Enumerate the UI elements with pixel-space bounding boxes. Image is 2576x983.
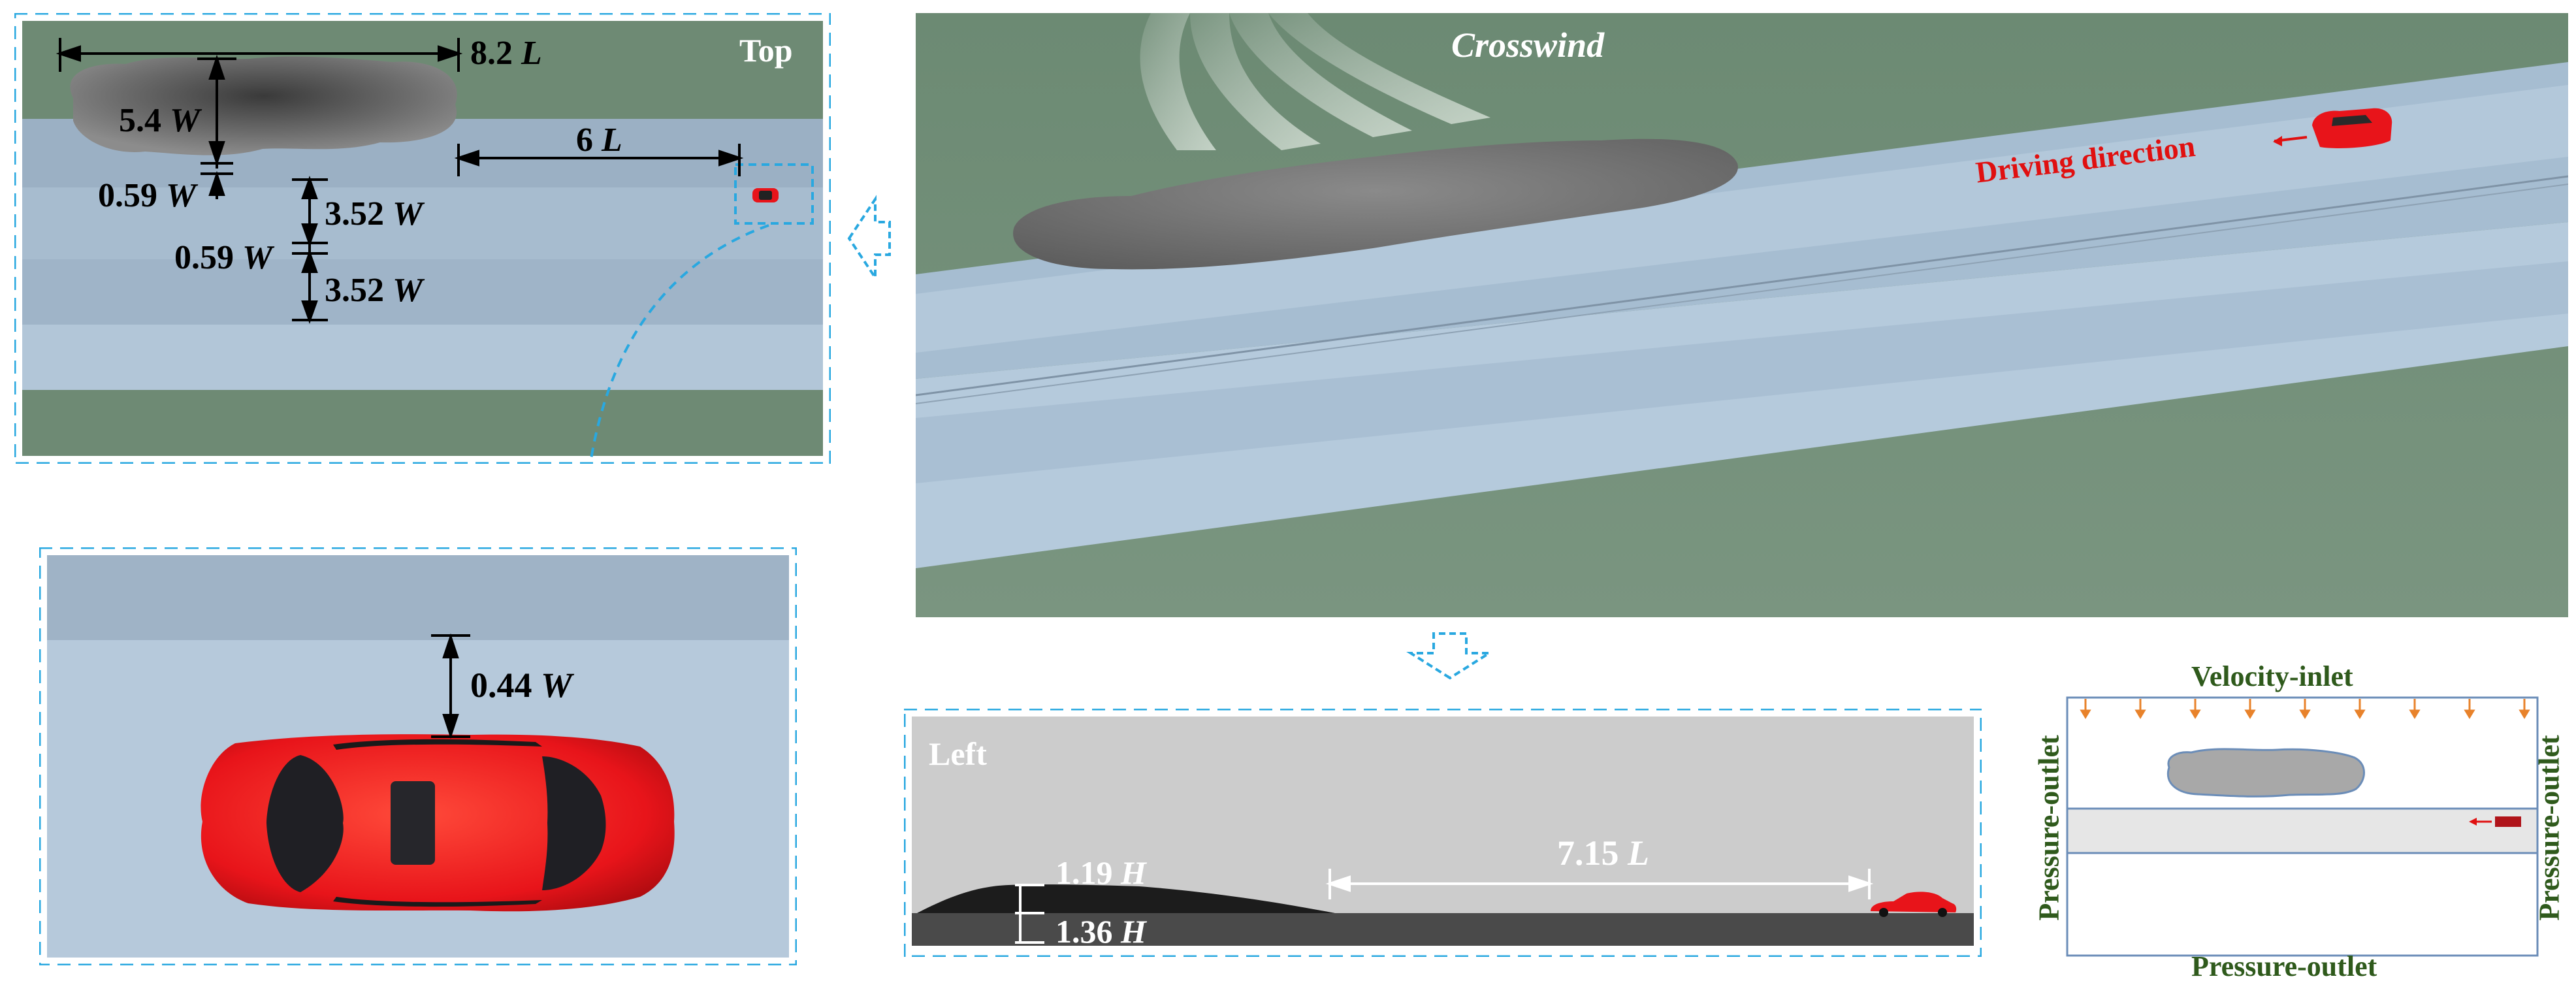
dim-cloud-gap: 0.59 W [98, 177, 197, 214]
left-view-label: Left [929, 735, 987, 772]
left-view-panel: Left 1.19 H 1.36 H 7.15 L [904, 709, 1982, 957]
car-highlight-box [734, 163, 814, 225]
arrow-to-top-view [847, 195, 891, 282]
car-top-detail [201, 734, 675, 912]
inlet-arrows [2080, 699, 2530, 719]
dim-lane-gap: 0.59 W [174, 239, 273, 276]
dim-height-lower: 1.36 H [1055, 913, 1146, 950]
dim-height-upper: 1.19 H [1055, 854, 1146, 891]
perspective-view-diagram [916, 13, 2568, 617]
road-band-2 [22, 187, 823, 259]
left-view-diagram [904, 709, 1982, 957]
top-view-panel: Top 8.2 L 5.4 W 0.59 W 6 L 3.52 W 0.59 W… [14, 13, 831, 464]
dim-cloud-width: 5.4 W [119, 102, 201, 139]
bc-right-label: Pressure-outlet [2533, 735, 2566, 921]
left-view-ground [912, 913, 1974, 946]
dim-distance: 6 L [576, 121, 622, 159]
dim-clearance: 0.44 W [470, 666, 573, 705]
top-view-diagram [14, 13, 831, 464]
cloud-3d [1013, 138, 1738, 270]
road-upper [47, 555, 789, 640]
dim-left-distance: 7.15 L [1557, 833, 1649, 873]
boundary-conditions-panel: Velocity-inlet Pressure-outlet Pressure-… [2033, 660, 2570, 982]
top-view-label: Top [739, 32, 793, 69]
dim-lane-1: 3.52 W [325, 195, 423, 233]
perspective-view-panel: Crosswind Driving direction [916, 13, 2568, 617]
crosswind-label: Crosswind [1451, 25, 1605, 65]
grass-bottom [22, 390, 823, 456]
car-side [1871, 892, 1957, 917]
car-2d [2495, 816, 2521, 827]
crosswind-streaks [1140, 13, 1490, 150]
dim-lane-2: 3.52 W [325, 272, 423, 309]
road-lane-lighter [916, 85, 2568, 353]
dim-cloud-length: 8.2 L [470, 35, 542, 72]
boundary-diagram [2066, 696, 2539, 957]
road-band-4 [22, 325, 823, 390]
zoom-connector [588, 224, 769, 464]
road-strip [2066, 807, 2539, 854]
cloud-2d [2166, 748, 2365, 798]
arrow-to-left-view [1406, 632, 1494, 680]
car-3d [2312, 108, 2392, 148]
road-band-3 [22, 259, 823, 325]
car-detail-diagram [39, 547, 797, 965]
bc-left-label: Pressure-outlet [2033, 735, 2065, 921]
road-side-shade [916, 261, 2568, 483]
cloud-shape [70, 56, 457, 155]
bc-bottom-label: Pressure-outlet [2191, 950, 2377, 982]
bc-top-label: Velocity-inlet [2191, 660, 2353, 692]
car-detail-panel: 0.44 W [39, 547, 797, 965]
